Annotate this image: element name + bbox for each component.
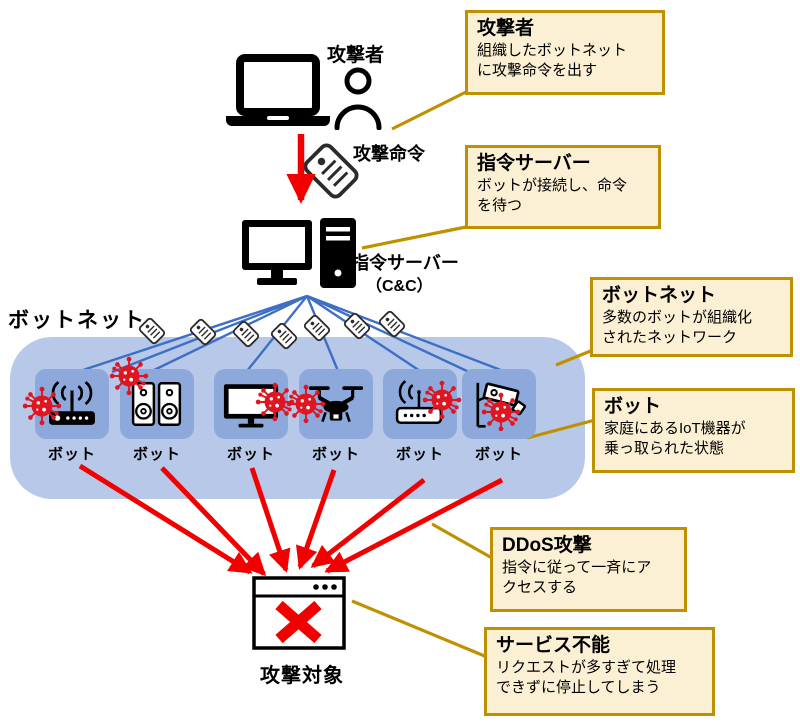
bot-label: ボット: [132, 446, 181, 463]
botnet-label: ボットネット: [8, 309, 146, 332]
attack-target-label: 攻撃対象: [260, 665, 344, 687]
bot-tile-drone: [285, 369, 373, 439]
bot-tile-tv: [214, 369, 296, 439]
bot-label: ボット: [226, 446, 275, 463]
annotation-service-unavailable: サービス不能 リクエストが多すぎて処理 できずに停止してしまう: [484, 627, 715, 716]
annotation-command-server: 指令サーバー ボットが接続し、命令 を待つ: [465, 145, 661, 229]
bot-label: ボット: [311, 446, 360, 463]
annotation-title: DDoS攻撃: [502, 535, 592, 556]
annotation-botnet: ボットネット 多数のボットが組織化 されたネットワーク: [590, 277, 793, 357]
annotation-body: リクエストが多すぎて処理 できずに停止してしまう: [496, 658, 677, 696]
annotation-body: 多数のボットが組織化 されたネットワーク: [602, 308, 753, 346]
bot-tile-wifi-router: [22, 369, 109, 439]
bot-label: ボット: [47, 446, 96, 463]
annotation-attacker: 攻撃者 組織したボットネット に攻撃命令を出す: [465, 10, 665, 95]
virus-icon: [421, 379, 463, 421]
drone-icon: [308, 386, 364, 423]
annotation-title: ボットネット: [602, 285, 717, 306]
virus-icon: [22, 386, 62, 426]
annotation-title: 指令サーバー: [477, 153, 591, 174]
attacker-label: 攻撃者: [327, 45, 385, 66]
command-server-icon: [242, 218, 356, 288]
laptop-icon: [226, 54, 330, 126]
annotation-bot: ボット 家庭にあるIoT機器が 乗っ取られた状態: [592, 388, 795, 473]
bot-label: ボット: [395, 446, 444, 463]
annotation-body: 家庭にあるIoT機器が 乗っ取られた状態: [604, 419, 746, 457]
command-server-label: 指令サーバー: [351, 253, 459, 273]
attack-command-label: 攻撃命令: [353, 144, 425, 164]
bot-tile-speakers: [108, 355, 194, 439]
annotation-title: 攻撃者: [477, 18, 535, 39]
bot-tile-security-camera: [462, 369, 536, 439]
annotation-ddos-attack: DDoS攻撃 指令に従って一斉にア クセスする: [490, 527, 687, 612]
annotation-body: 組織したボットネット に攻撃命令を出す: [477, 41, 628, 79]
virus-icon: [480, 391, 522, 433]
bot-label: ボット: [474, 446, 523, 463]
annotation-body: ボットが接続し、命令 を待つ: [477, 176, 628, 214]
annotation-body: 指令に従って一斉にア クセスする: [502, 558, 652, 596]
command-server-cnc-label: （C&C）: [366, 278, 433, 295]
speakers-icon: [131, 381, 182, 427]
annotation-title: ボット: [604, 396, 662, 417]
wifi-router-icon: [49, 381, 95, 425]
attack-command-tag-icon: [300, 140, 362, 202]
annotation-title: サービス不能: [496, 635, 611, 656]
virus-icon: [108, 355, 150, 397]
bot-tile-wifi-access-point: [383, 369, 463, 439]
attacker-person-icon: [334, 67, 382, 130]
target-browser-error-icon: [252, 576, 346, 650]
virus-icon: [285, 383, 327, 425]
